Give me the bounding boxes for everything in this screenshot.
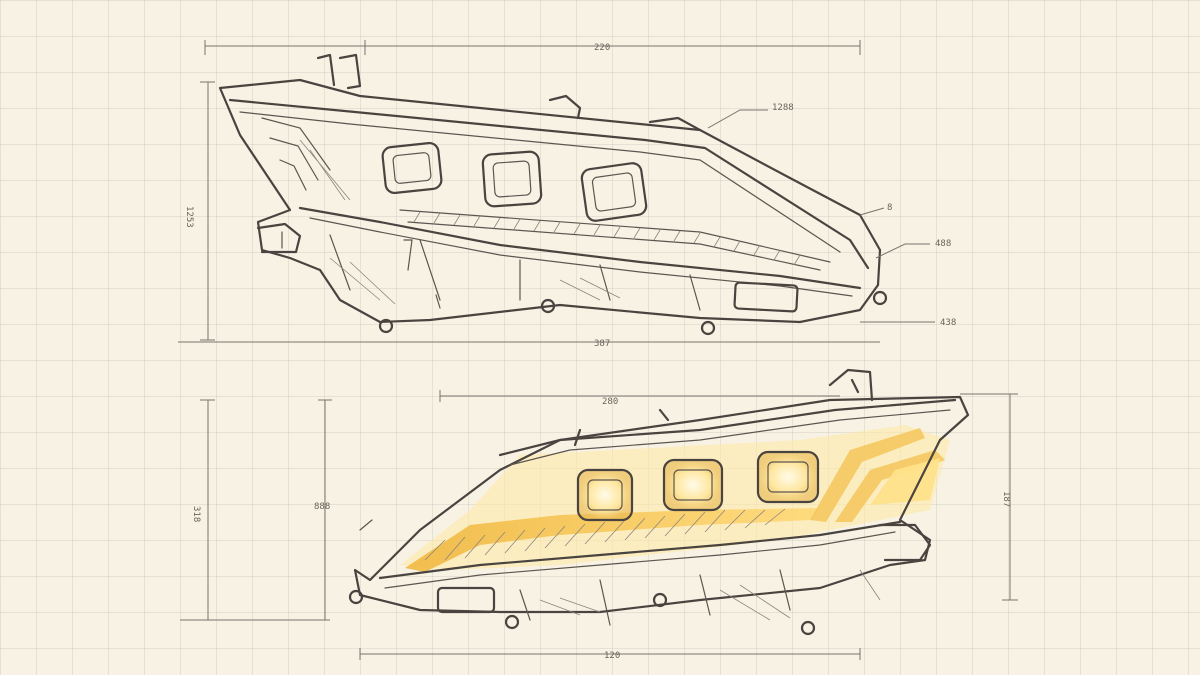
- bottom-led-strip: [405, 508, 820, 572]
- bottom-lens-1: [576, 468, 634, 522]
- dim-bottom-left-height: 318: [191, 506, 201, 522]
- dim-bottom-mid-height: 888: [314, 502, 330, 512]
- bottom-drl-chevrons: [810, 428, 945, 522]
- bottom-lens-3: [756, 450, 820, 504]
- bottom-headlight: [348, 368, 970, 636]
- dim-bottom-right-height: 187: [1001, 491, 1011, 507]
- dim-top-callout-2: 8: [887, 203, 892, 213]
- dim-top-callout-3: 488: [935, 239, 951, 249]
- top-dimensions: 220 1288 8 488 1253 438 387: [178, 40, 956, 349]
- dim-top-height: 1253: [184, 206, 194, 228]
- top-lens-3: [580, 162, 648, 222]
- dim-top-base-width: 387: [594, 339, 610, 349]
- top-headlight: [218, 53, 888, 336]
- top-lens-2: [481, 150, 543, 208]
- bottom-dimensions: 280 318 888 187 120: [180, 390, 1018, 661]
- dim-bottom-base-width: 120: [604, 651, 620, 661]
- dim-top-right-height: 438: [940, 318, 956, 328]
- dim-top-callout-1: 1288: [772, 103, 794, 113]
- dim-top-width: 220: [594, 43, 610, 53]
- dim-bottom-top-width: 280: [602, 397, 618, 407]
- top-led-strip: [399, 209, 831, 271]
- bottom-lens-2: [662, 458, 724, 512]
- top-lens-1: [381, 141, 443, 195]
